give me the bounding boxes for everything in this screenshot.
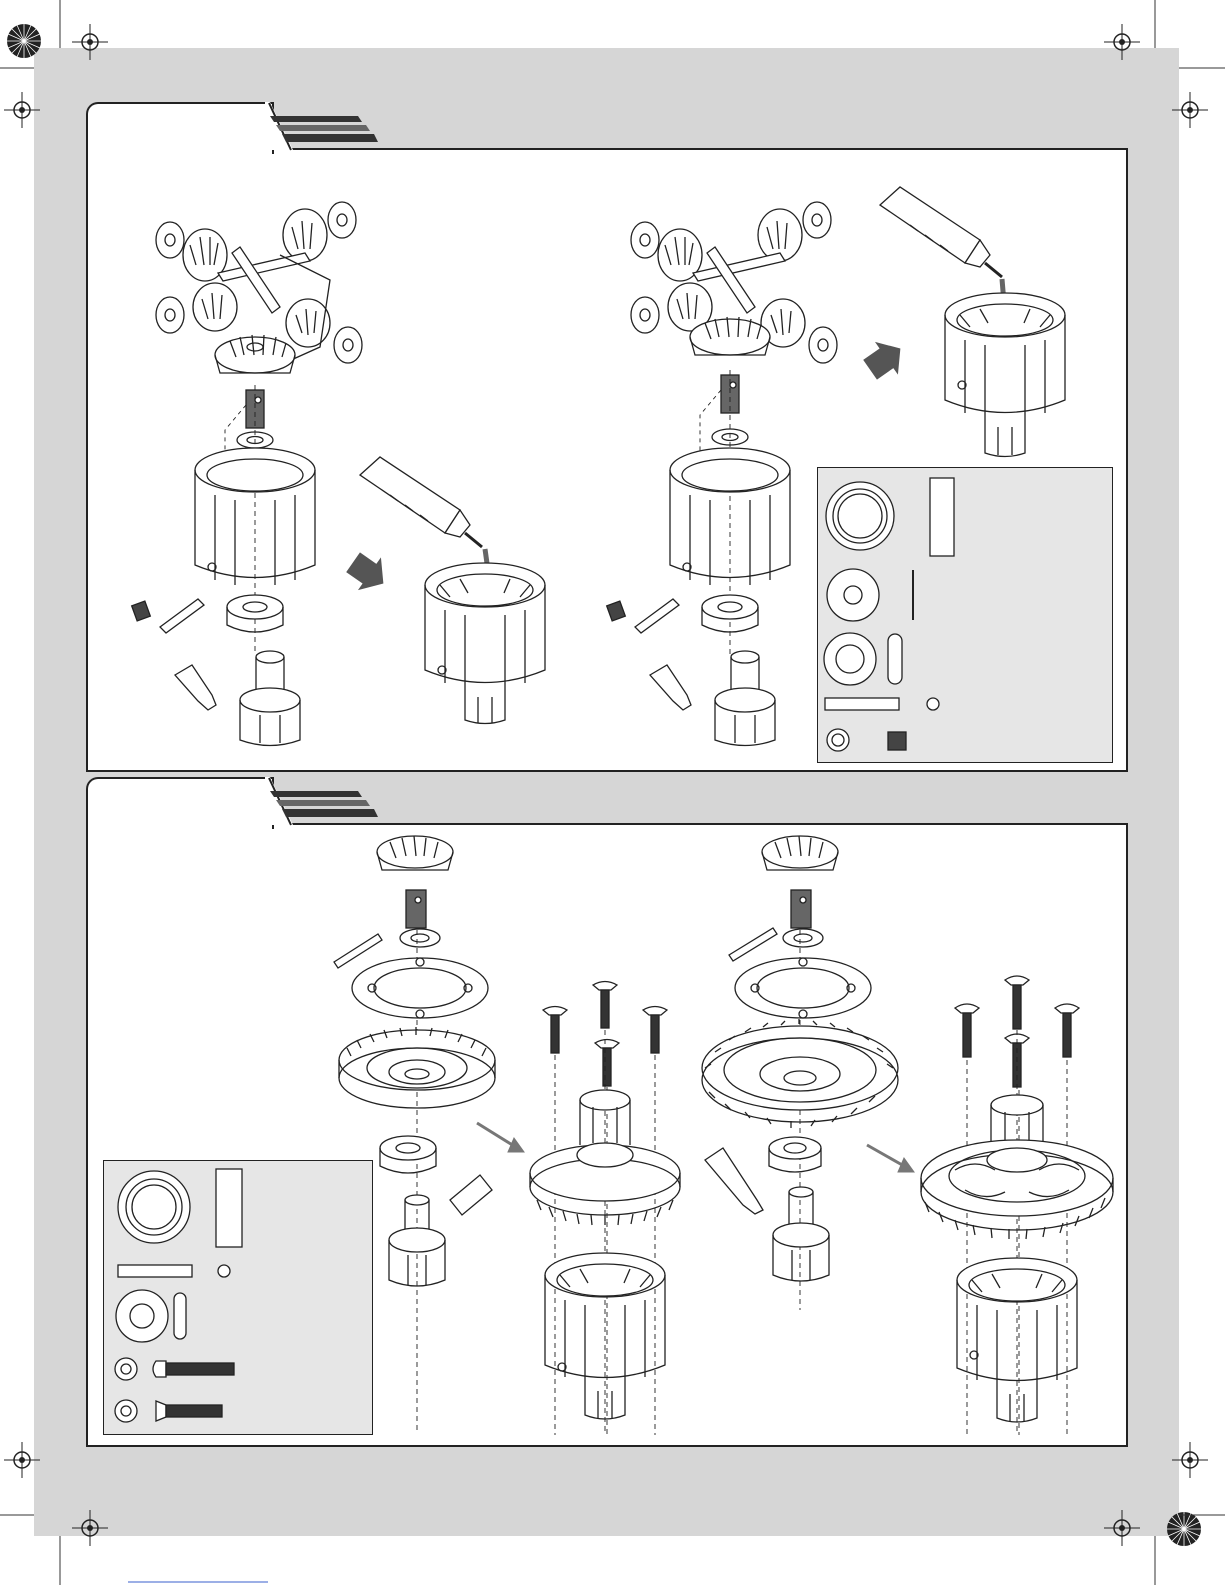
spur-gear-mount-right-illustration (915, 970, 1120, 1435)
oil-fill-left-illustration (350, 455, 560, 730)
bevel-gear-stack-right-illustration (695, 830, 905, 1310)
oil-fill-right-illustration (870, 185, 1080, 465)
section-1-tab (86, 102, 274, 154)
gear-assembly-right-illustration (595, 195, 855, 755)
arrow-icon (862, 1140, 917, 1180)
section-2-tab (86, 777, 274, 829)
section-1-header-stripes (270, 114, 380, 144)
parts-box-1-items (818, 468, 1112, 762)
spur-gear-mount-left-illustration (525, 975, 700, 1435)
section-1-parts-box (817, 467, 1113, 763)
section-2-header-stripes (270, 789, 380, 819)
gear-assembly-left-illustration (120, 195, 380, 755)
arrow-icon (472, 1118, 527, 1158)
